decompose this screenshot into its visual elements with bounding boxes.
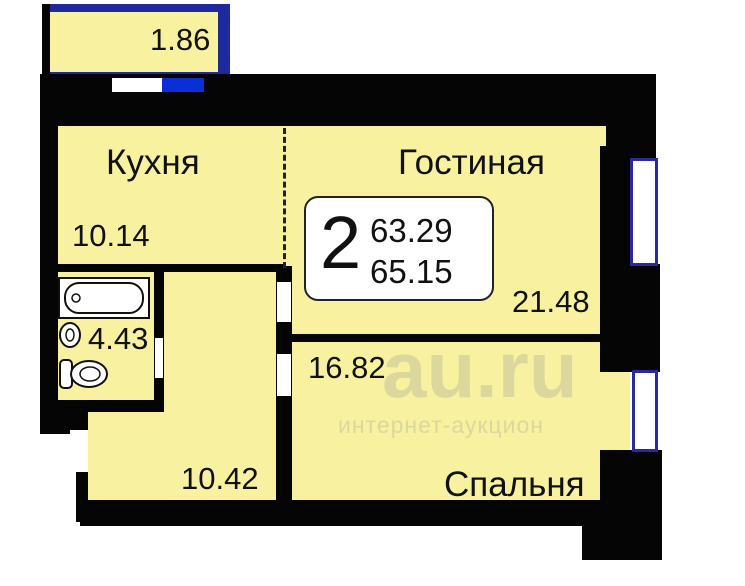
bedroom-extension: [600, 372, 630, 450]
balcony-door-panel: [162, 78, 204, 92]
sink-icon: [59, 322, 81, 348]
bedroom: [292, 342, 600, 500]
watermark-logo: au.ru: [382, 325, 578, 414]
outer-wall-right-mid: [600, 264, 660, 372]
room-count: 2: [320, 201, 362, 284]
toilet-icon: [59, 358, 109, 390]
entrance-wall-below: [76, 472, 88, 522]
apartment-summary: 2 63.29 65.15: [304, 196, 494, 301]
bedroom-area: 16.82: [308, 350, 386, 385]
balcony-wall-left: [42, 4, 50, 76]
kitchen-name: Кухня: [106, 143, 200, 182]
bathroom-area: 4.43: [88, 321, 149, 356]
living-room-alcove: [600, 126, 606, 146]
living-room-area: 21.48: [512, 284, 590, 319]
hallway-area: 10.42: [181, 461, 259, 496]
bedroom-window: [632, 370, 658, 452]
door-hall-bedroom: [277, 354, 291, 396]
entrance-door: [70, 430, 88, 472]
balcony-floor: [50, 12, 218, 72]
living-room-name: Гостиная: [398, 143, 545, 182]
wall-kitchen-bath: [58, 264, 284, 272]
bedroom-name: Спальня: [444, 465, 585, 504]
balcony-area: 1.86: [150, 22, 211, 57]
outer-wall-bottom: [80, 500, 600, 526]
watermark-caption: интернет-аукцион: [338, 412, 544, 438]
total-area: 63.29: [370, 212, 453, 249]
kitchen: [58, 126, 284, 266]
hallway-lower: [88, 412, 276, 500]
wall-living-bedroom: [284, 334, 610, 342]
hallway: [164, 272, 276, 412]
living-area: 65.15: [370, 253, 453, 290]
outer-wall-left: [40, 74, 58, 416]
kitchen-area: 10.14: [72, 218, 150, 253]
balcony-door: [112, 78, 162, 92]
living-room-window: [630, 158, 658, 266]
kitchen-living-divider: [283, 128, 286, 268]
bathtub-icon: [58, 277, 150, 319]
door-hall-living: [277, 282, 291, 322]
door-bathroom: [155, 338, 163, 378]
wall-bath-bottom: [58, 400, 164, 412]
